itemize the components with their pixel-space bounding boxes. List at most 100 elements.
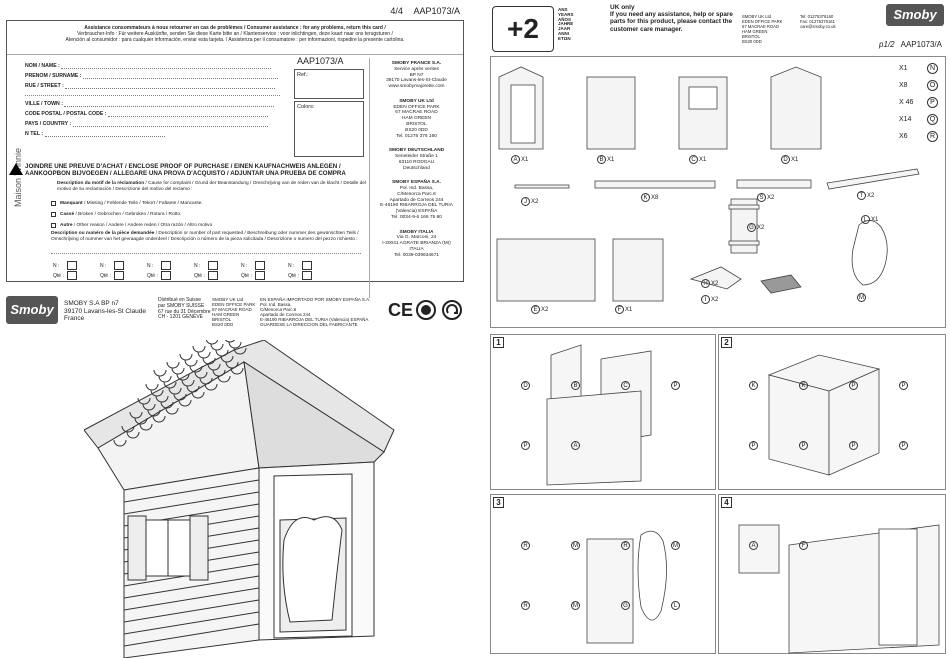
part-quantity: X2 <box>711 297 719 303</box>
n-label: N : <box>194 263 201 269</box>
broken-checkbox[interactable] <box>51 212 56 217</box>
step-part-label: P <box>749 441 759 450</box>
uk-contact-line: Tel: 01275376160 <box>800 14 834 19</box>
hardware-quantity: X1 <box>899 65 908 72</box>
postal-code-field[interactable]: CODE POSTAL / POSTAL CODE : <box>25 111 268 117</box>
part-letter: F <box>615 305 624 314</box>
complaint-title: Description du motif de la réclamation <box>57 181 145 186</box>
field-label: N TEL : <box>25 131 44 137</box>
product-name-label: Maison Winnie <box>13 147 23 207</box>
quantity-box[interactable] <box>208 271 218 280</box>
surname-field[interactable]: PRENOM / SURNAME : <box>25 73 278 79</box>
roof-shingle <box>189 365 203 373</box>
address-line: (Valencia) ESPAÑA <box>395 209 438 215</box>
address-spacer <box>370 90 463 96</box>
step-part-label: P <box>899 441 909 450</box>
colors-box[interactable]: Colors: <box>294 101 364 157</box>
missing-checkbox[interactable] <box>51 201 56 206</box>
address-line: E-46190 RIBARROJA DEL TURIA <box>380 203 453 209</box>
quantity-box[interactable] <box>67 271 77 280</box>
part-letter: M <box>671 541 680 550</box>
country-field[interactable]: PAYS / COUNTRY : <box>25 121 268 127</box>
roof-shingle <box>158 375 172 383</box>
uk-address-line: SMOBY UK Ltd <box>742 14 772 19</box>
missing-option: Manquant / Missing / Fehlende Teile / Te… <box>60 201 203 207</box>
part-letter: I <box>701 295 710 304</box>
address-line: BRISTOL <box>406 121 427 127</box>
part-letter: L <box>861 215 870 224</box>
roof-shingle <box>184 359 198 367</box>
address-company: SMOBY ESPAÑA S.A. <box>392 180 441 186</box>
address-line: BP N7 <box>409 72 424 78</box>
part-number-box[interactable] <box>114 261 124 270</box>
consumer-assistance-form: Assistance consommateurs à nous retourne… <box>6 20 464 282</box>
address-line: C/Menorca Parc.6 <box>260 307 297 312</box>
roof-shingle <box>230 367 244 375</box>
hardware-item: X1 N <box>861 61 943 78</box>
uk-address-line: 67 MACRAE ROAD <box>742 24 779 29</box>
part-letter: R <box>521 601 530 610</box>
quantity-box[interactable] <box>114 271 124 280</box>
step-part-label: R <box>521 601 531 610</box>
part-quantity: X8 <box>651 195 659 201</box>
town-field[interactable]: VILLE / TOWN : <box>25 101 275 107</box>
form-header-line: Verbraucher-Info : Für weitere Auskünfte… <box>77 31 393 38</box>
hardware-letter: P <box>927 97 938 108</box>
quantity-box[interactable] <box>161 271 171 280</box>
part-number-box[interactable] <box>302 261 312 270</box>
step-part-label: P <box>849 441 859 450</box>
step-part-label: P <box>899 381 909 390</box>
part-letter: B <box>597 155 606 164</box>
roof-shingle <box>194 371 208 379</box>
part-quantity: X2 <box>867 193 875 199</box>
other-checkbox[interactable] <box>51 223 56 228</box>
other-option: Autre / Other reason / Andere / Andere r… <box>60 223 212 229</box>
address-line: 63110 RODGAU <box>398 159 435 165</box>
name-field[interactable]: NOM / NAME : <box>25 63 272 69</box>
ref-box[interactable]: Ref.: <box>294 69 364 99</box>
address-company: SMOBY FRANCE S.A. <box>391 61 442 66</box>
smoby-logo: Smoby <box>6 296 58 324</box>
step-part-label: B <box>571 381 581 390</box>
step-part-label: D <box>521 381 531 390</box>
hardware-letter: N <box>927 63 938 74</box>
part-letter: K <box>749 381 758 390</box>
field-label: PAYS / COUNTRY : <box>25 121 72 127</box>
part-letter: L <box>671 601 680 610</box>
roof-shingle <box>212 369 226 377</box>
part-number-box[interactable] <box>208 261 218 270</box>
address-line: Service après ventes <box>394 66 439 72</box>
address-spacer <box>370 259 463 265</box>
n-label: N : <box>288 263 295 269</box>
address-line: BS20 0DD <box>212 322 234 327</box>
address-company: SMOBY ITALIA <box>399 229 434 235</box>
proof-of-purchase-text: JOINDRE UNE PREUVE D'ACHAT / ENCLOSE PRO… <box>25 163 346 177</box>
address-line: E-46190 RIBARROJA DEL TURIA (Valencia) E… <box>260 317 369 322</box>
roof-shingle <box>197 351 211 359</box>
street-field[interactable]: RUE / STREET : <box>25 83 276 89</box>
roof-shingle <box>171 367 185 375</box>
step-4-drawing <box>738 524 940 654</box>
part-quantity: X1 <box>607 157 615 163</box>
part-label-m: M <box>857 293 867 302</box>
n-label: Qté : <box>147 273 158 279</box>
phone-field[interactable]: N TEL : <box>25 131 165 137</box>
quantity-box[interactable] <box>255 271 265 280</box>
roof-shingle <box>139 423 153 431</box>
part-number-box[interactable] <box>67 261 77 270</box>
part-number-box[interactable] <box>255 261 265 270</box>
age-warning-icon <box>416 300 436 320</box>
part-number-box[interactable] <box>161 261 171 270</box>
roof-shingle <box>191 391 205 399</box>
roof-shingle <box>205 340 219 345</box>
roof-shingle <box>233 347 247 355</box>
quantity-box[interactable] <box>302 271 312 280</box>
